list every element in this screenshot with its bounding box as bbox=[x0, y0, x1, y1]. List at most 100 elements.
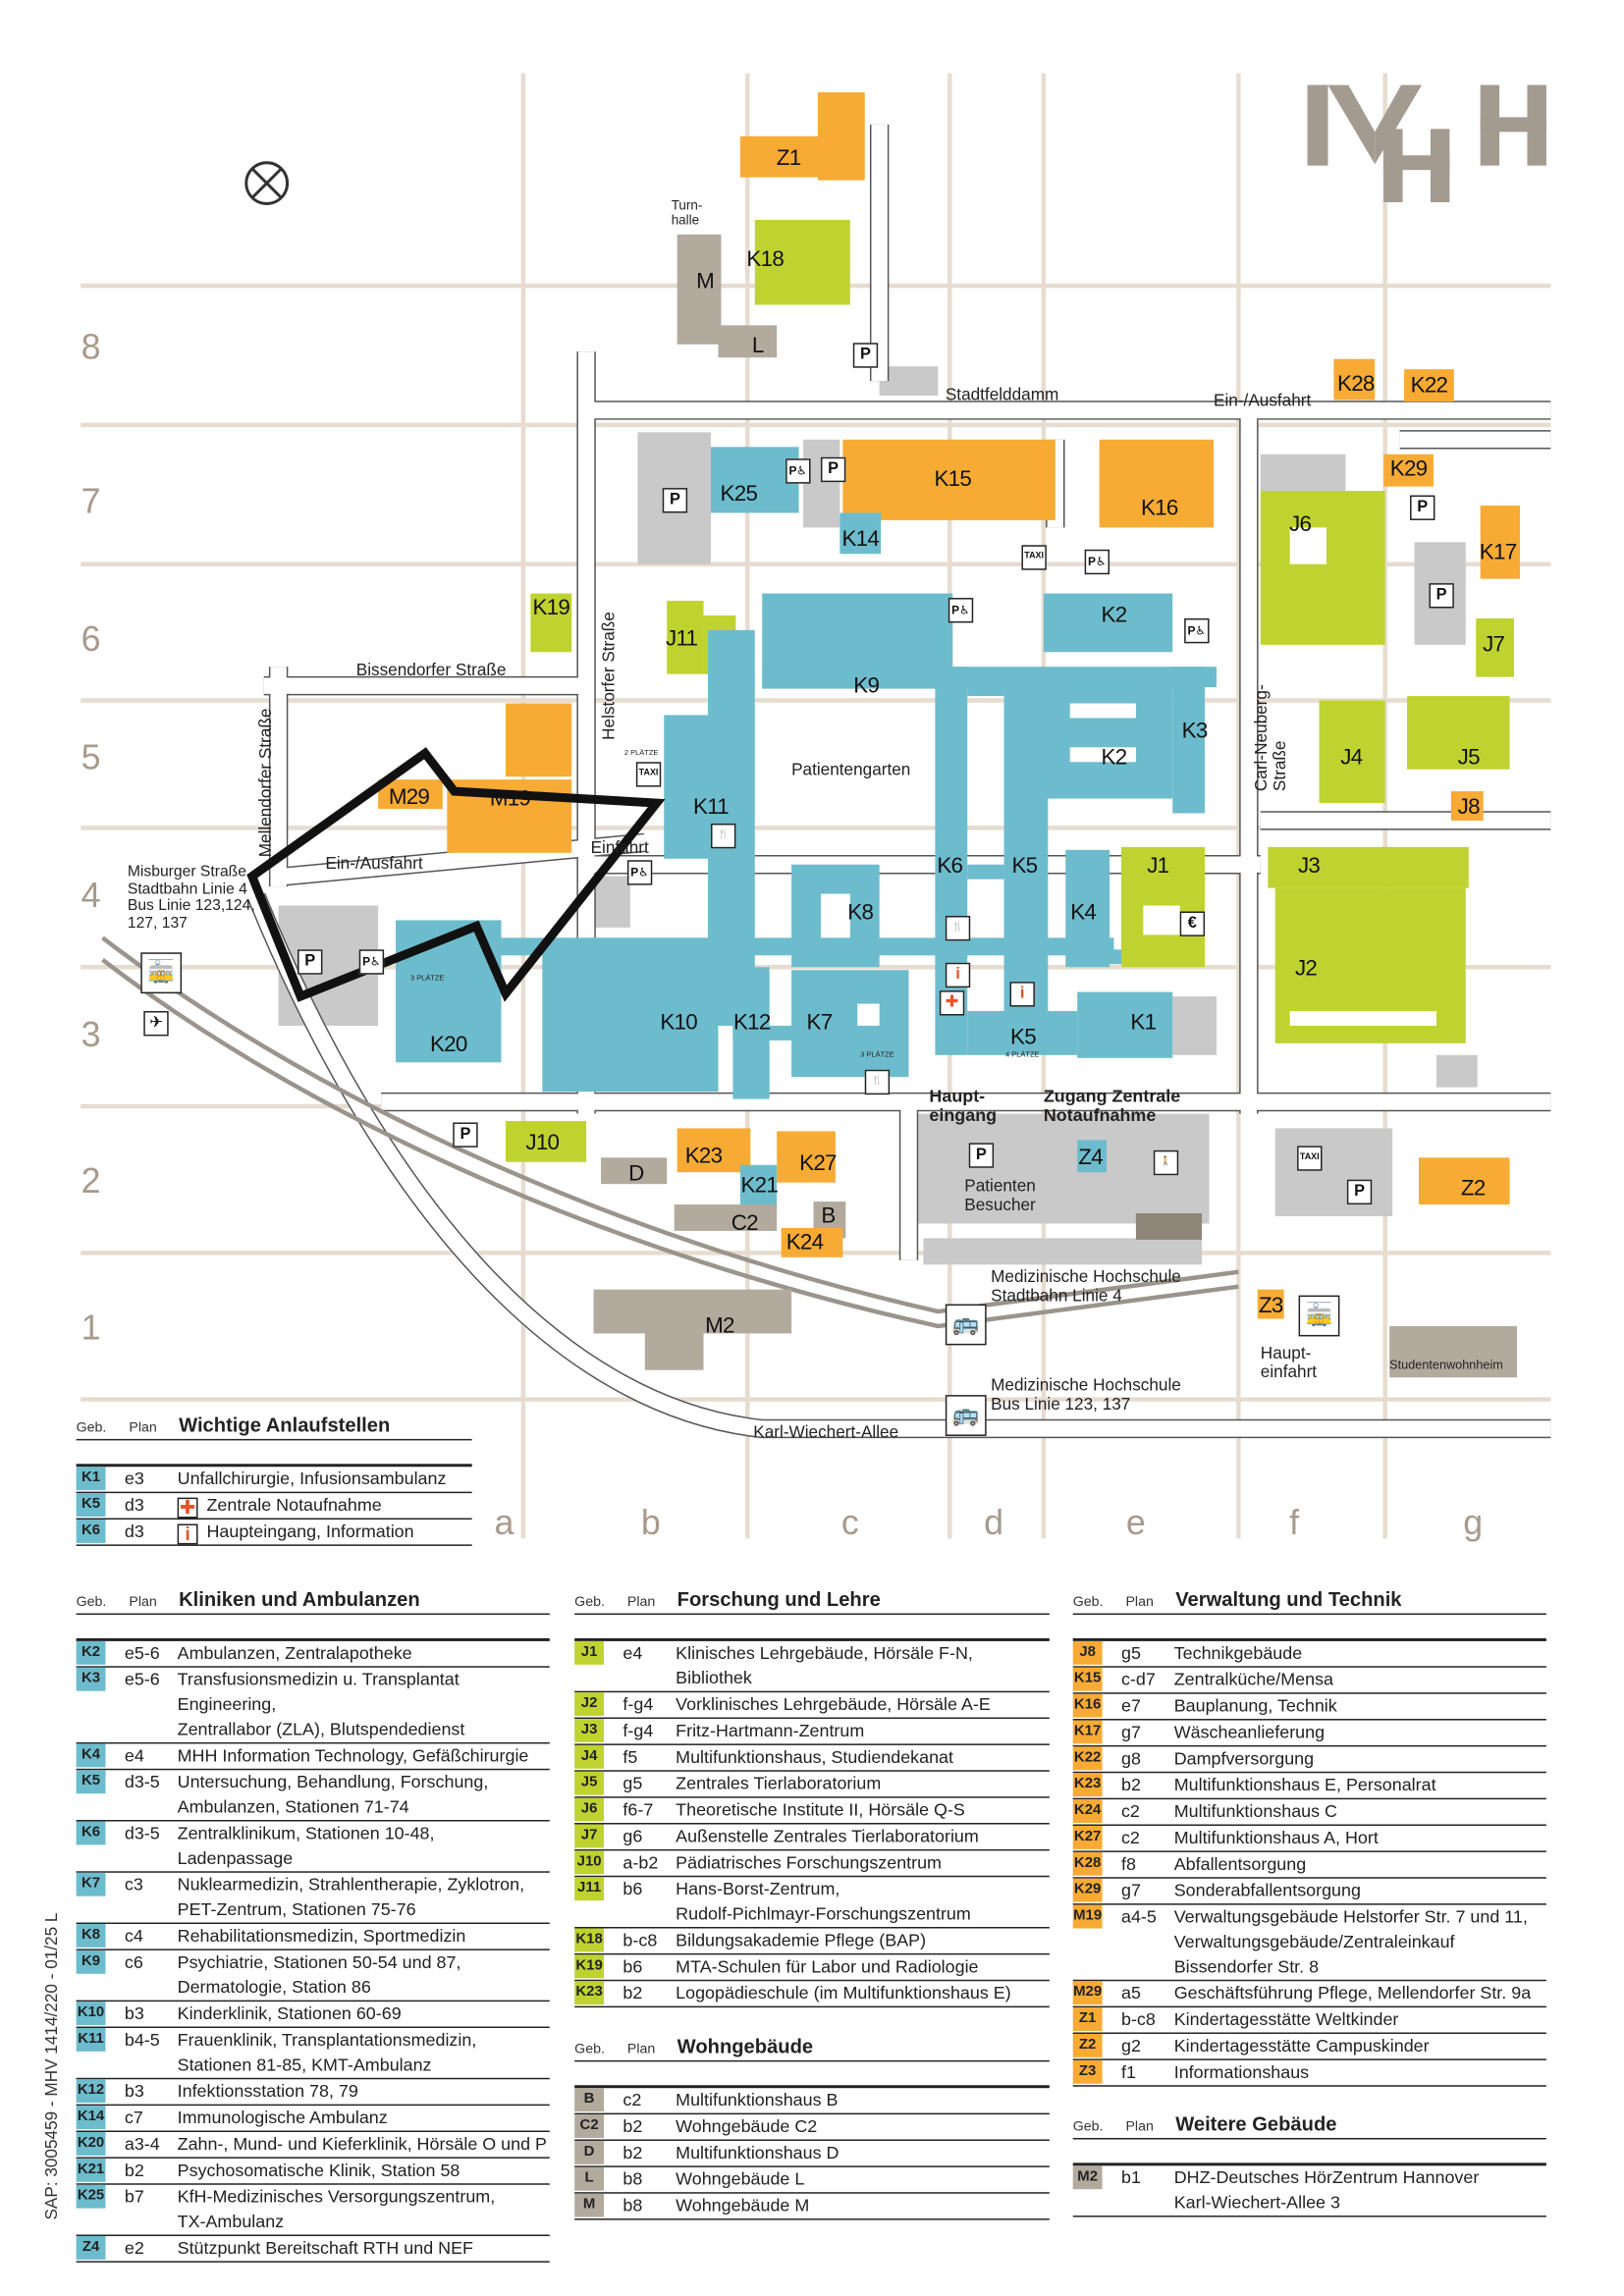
building-badge: K17 bbox=[1072, 1720, 1103, 1744]
plan-reference: b3 bbox=[124, 2080, 144, 2102]
legend-description: Dampfversorgung bbox=[1174, 1746, 1546, 1771]
building-k17[interactable] bbox=[1480, 506, 1521, 579]
building-k1[interactable] bbox=[1077, 991, 1173, 1058]
building-badge: J3 bbox=[574, 1719, 605, 1742]
building-j3-label: J3 bbox=[1297, 853, 1321, 879]
building-k19[interactable] bbox=[530, 593, 572, 653]
legend-text: DHZ-Deutsches HörZentrum Hannover Karl-W… bbox=[1173, 2166, 1480, 2214]
building-c2[interactable] bbox=[674, 1204, 778, 1231]
parking-icon: P bbox=[1346, 1179, 1373, 1205]
building-k4[interactable] bbox=[1065, 849, 1110, 968]
building-z4[interactable] bbox=[1077, 1140, 1108, 1173]
parking-area bbox=[803, 439, 840, 528]
building-d[interactable] bbox=[601, 1157, 668, 1185]
building-j4[interactable] bbox=[1319, 700, 1385, 804]
building-k25[interactable] bbox=[710, 447, 799, 513]
building-k15[interactable] bbox=[842, 439, 1056, 520]
legend-col-plan: Plan bbox=[129, 1419, 157, 1436]
plan-reference: b2 bbox=[623, 1982, 643, 2003]
legend-text: Zahn-, Mund- und Kieferklinik, Hörsäle O… bbox=[177, 2133, 547, 2155]
courtyard bbox=[857, 1003, 880, 1026]
building-k10-label: K10 bbox=[660, 1010, 697, 1036]
legend-col-geb: Geb. bbox=[76, 1594, 107, 1611]
plan-reference: b8 bbox=[623, 2168, 643, 2190]
building-z1[interactable] bbox=[817, 92, 865, 181]
building-j8[interactable] bbox=[1450, 791, 1484, 821]
legend-col-geb: Geb. bbox=[574, 1594, 605, 1611]
building-k12[interactable] bbox=[732, 967, 770, 1099]
building-badge: J1 bbox=[574, 1640, 605, 1665]
building-j5[interactable] bbox=[1407, 696, 1510, 770]
building-k3[interactable] bbox=[1172, 667, 1206, 814]
plan-reference: g8 bbox=[1120, 1747, 1141, 1769]
map-label: Patientengarten bbox=[791, 762, 911, 780]
building-k27[interactable] bbox=[777, 1131, 836, 1183]
building-k2[interactable] bbox=[1043, 681, 1173, 799]
map-label: 3 PLÄTZE bbox=[860, 1050, 894, 1060]
building-k14[interactable] bbox=[839, 512, 882, 555]
building-k24[interactable] bbox=[781, 1227, 843, 1257]
disabled-parking-icon: P♿ bbox=[358, 949, 385, 975]
building-m19[interactable] bbox=[506, 703, 572, 777]
plan-reference: b2 bbox=[623, 2142, 643, 2163]
grid-col-label: c bbox=[840, 1503, 859, 1543]
info-icon: i bbox=[1009, 982, 1035, 1007]
building-j7[interactable] bbox=[1476, 617, 1515, 677]
building-k23[interactable] bbox=[677, 1128, 751, 1173]
legend-col-geb: Geb. bbox=[1072, 1594, 1104, 1611]
building-badge: K25 bbox=[76, 2184, 106, 2209]
building-j11[interactable] bbox=[667, 601, 704, 674]
building-k6[interactable] bbox=[935, 667, 968, 1055]
building-k18[interactable] bbox=[754, 219, 850, 305]
building-j3[interactable] bbox=[1268, 846, 1469, 888]
building-badge: J11 bbox=[574, 1877, 605, 1901]
building-l[interactable] bbox=[718, 325, 778, 358]
legend-description: Geschäftsführung Pflege, Mellendorfer St… bbox=[1174, 1981, 1546, 2005]
building-j6[interactable] bbox=[1260, 491, 1385, 645]
building-k2[interactable] bbox=[1043, 593, 1173, 653]
building-k12-label: K12 bbox=[732, 1010, 771, 1036]
building-k5[interactable] bbox=[1003, 681, 1049, 1019]
building-k9[interactable] bbox=[762, 593, 953, 689]
building-badge: K24 bbox=[1072, 1799, 1103, 1824]
legend-text: Zentrales Tierlaboratorium bbox=[676, 1773, 882, 1794]
building-k25-label: K25 bbox=[720, 481, 758, 507]
legend-text: Vorklinisches Lehrgebäude, Hörsäle A-E bbox=[676, 1693, 991, 1715]
building-j10[interactable] bbox=[506, 1120, 587, 1162]
building-k5[interactable] bbox=[967, 1011, 1078, 1055]
building-k22[interactable] bbox=[1404, 369, 1454, 402]
legend-description: Vorklinisches Lehrgebäude, Hörsäle A-E bbox=[676, 1692, 1050, 1717]
building-k16[interactable] bbox=[1099, 439, 1215, 528]
legend-text: Multifunktionshaus, Studiendekanat bbox=[676, 1746, 954, 1768]
disabled-parking-icon: P♿ bbox=[785, 458, 811, 484]
grid-col-label: f bbox=[1289, 1503, 1300, 1543]
building-badge: K5 bbox=[76, 1493, 106, 1518]
building-z3[interactable] bbox=[1257, 1289, 1284, 1319]
building-badge: Z1 bbox=[1072, 2007, 1103, 2031]
building-m[interactable] bbox=[677, 234, 722, 345]
building-z2[interactable] bbox=[1419, 1157, 1510, 1205]
building-m2[interactable] bbox=[644, 1325, 704, 1370]
legend-text: Ambulanzen, Zentralapotheke bbox=[177, 1642, 412, 1664]
building-badge: J6 bbox=[574, 1797, 605, 1822]
building-k2-label: K2 bbox=[1101, 603, 1128, 628]
building-k21[interactable] bbox=[739, 1164, 778, 1209]
plan-reference: c-d7 bbox=[1120, 1669, 1156, 1690]
building-z1[interactable] bbox=[739, 135, 821, 178]
courtyard bbox=[1143, 905, 1180, 935]
building-k28[interactable] bbox=[1333, 358, 1376, 400]
building-k29[interactable] bbox=[1383, 454, 1434, 487]
legend-description: Zahn-, Mund- und Kieferklinik, Hörsäle O… bbox=[178, 2132, 550, 2157]
building-k7[interactable] bbox=[791, 970, 909, 1078]
